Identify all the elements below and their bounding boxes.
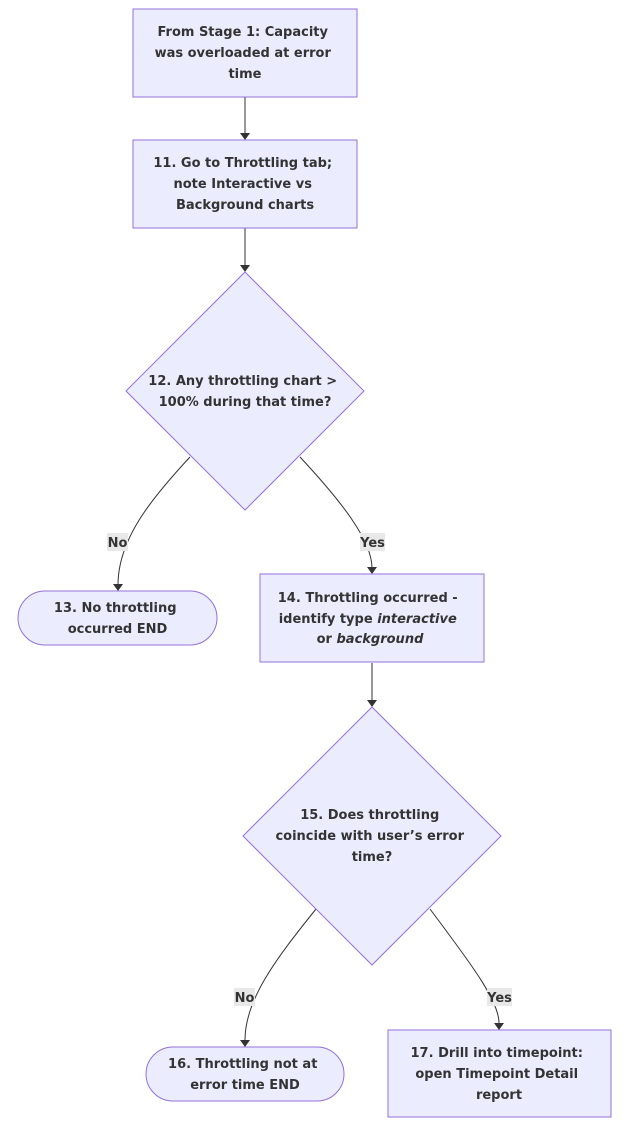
- edge-label-text: Yes: [359, 536, 385, 551]
- arrowhead-icon: [240, 265, 250, 272]
- node-step-11-label: 11. Go to Throttling tab; note Interacti…: [153, 156, 336, 213]
- edges: [113, 97, 504, 1047]
- node-step-11: 11. Go to Throttling tab; note Interacti…: [132, 139, 358, 229]
- node-start: From Stage 1: Capacity was overloaded at…: [132, 8, 358, 98]
- node-decision-15-label: 15. Does throttling coincide with user’s…: [275, 808, 468, 865]
- arrowhead-icon: [240, 1040, 250, 1047]
- node-end-13: 13. No throttling occurred END: [17, 590, 218, 646]
- edge-label-text: No: [235, 991, 255, 1006]
- edge-decision12-no: [117, 456, 191, 586]
- arrowhead-icon: [367, 700, 377, 707]
- node-step-17-label: 17. Drill into timepoint: open Timepoint…: [411, 1046, 588, 1103]
- edge-label-yes-12: Yes: [359, 533, 385, 551]
- node-step-14: 14. Throttling occurred - identify type …: [259, 573, 485, 663]
- edge-decision15-no: [244, 908, 317, 1041]
- edge-label-text: No: [108, 536, 128, 551]
- edge-labels: No Yes No Yes: [107, 533, 512, 1006]
- node-end-16: 16. Throttling not at error time END: [145, 1046, 345, 1102]
- edge-label-no-12: No: [107, 533, 128, 551]
- node-decision-12-label: 12. Any throttling chart > 100% during t…: [148, 374, 341, 410]
- node-decision-12: 12. Any throttling chart > 100% during t…: [125, 271, 365, 511]
- edge-label-yes-15: Yes: [486, 988, 512, 1006]
- edge-label-text: Yes: [486, 991, 512, 1006]
- node-step-14-label: 14. Throttling occurred - identify type …: [278, 591, 462, 647]
- edge-decision15-yes: [429, 908, 500, 1024]
- edge-label-no-15: No: [234, 988, 255, 1006]
- arrowhead-icon: [367, 567, 377, 574]
- arrowhead-icon: [113, 584, 123, 591]
- arrowhead-icon: [494, 1023, 504, 1030]
- arrowhead-icon: [240, 133, 250, 140]
- node-decision-15: 15. Does throttling coincide with user’s…: [242, 706, 502, 966]
- node-step-17: 17. Drill into timepoint: open Timepoint…: [387, 1029, 612, 1118]
- node-end-13-label: 13. No throttling occurred END: [54, 601, 181, 637]
- node-start-label: From Stage 1: Capacity was overloaded at…: [155, 25, 336, 82]
- node-end-16-label: 16. Throttling not at error time END: [168, 1057, 322, 1093]
- edge-decision12-yes: [299, 456, 373, 569]
